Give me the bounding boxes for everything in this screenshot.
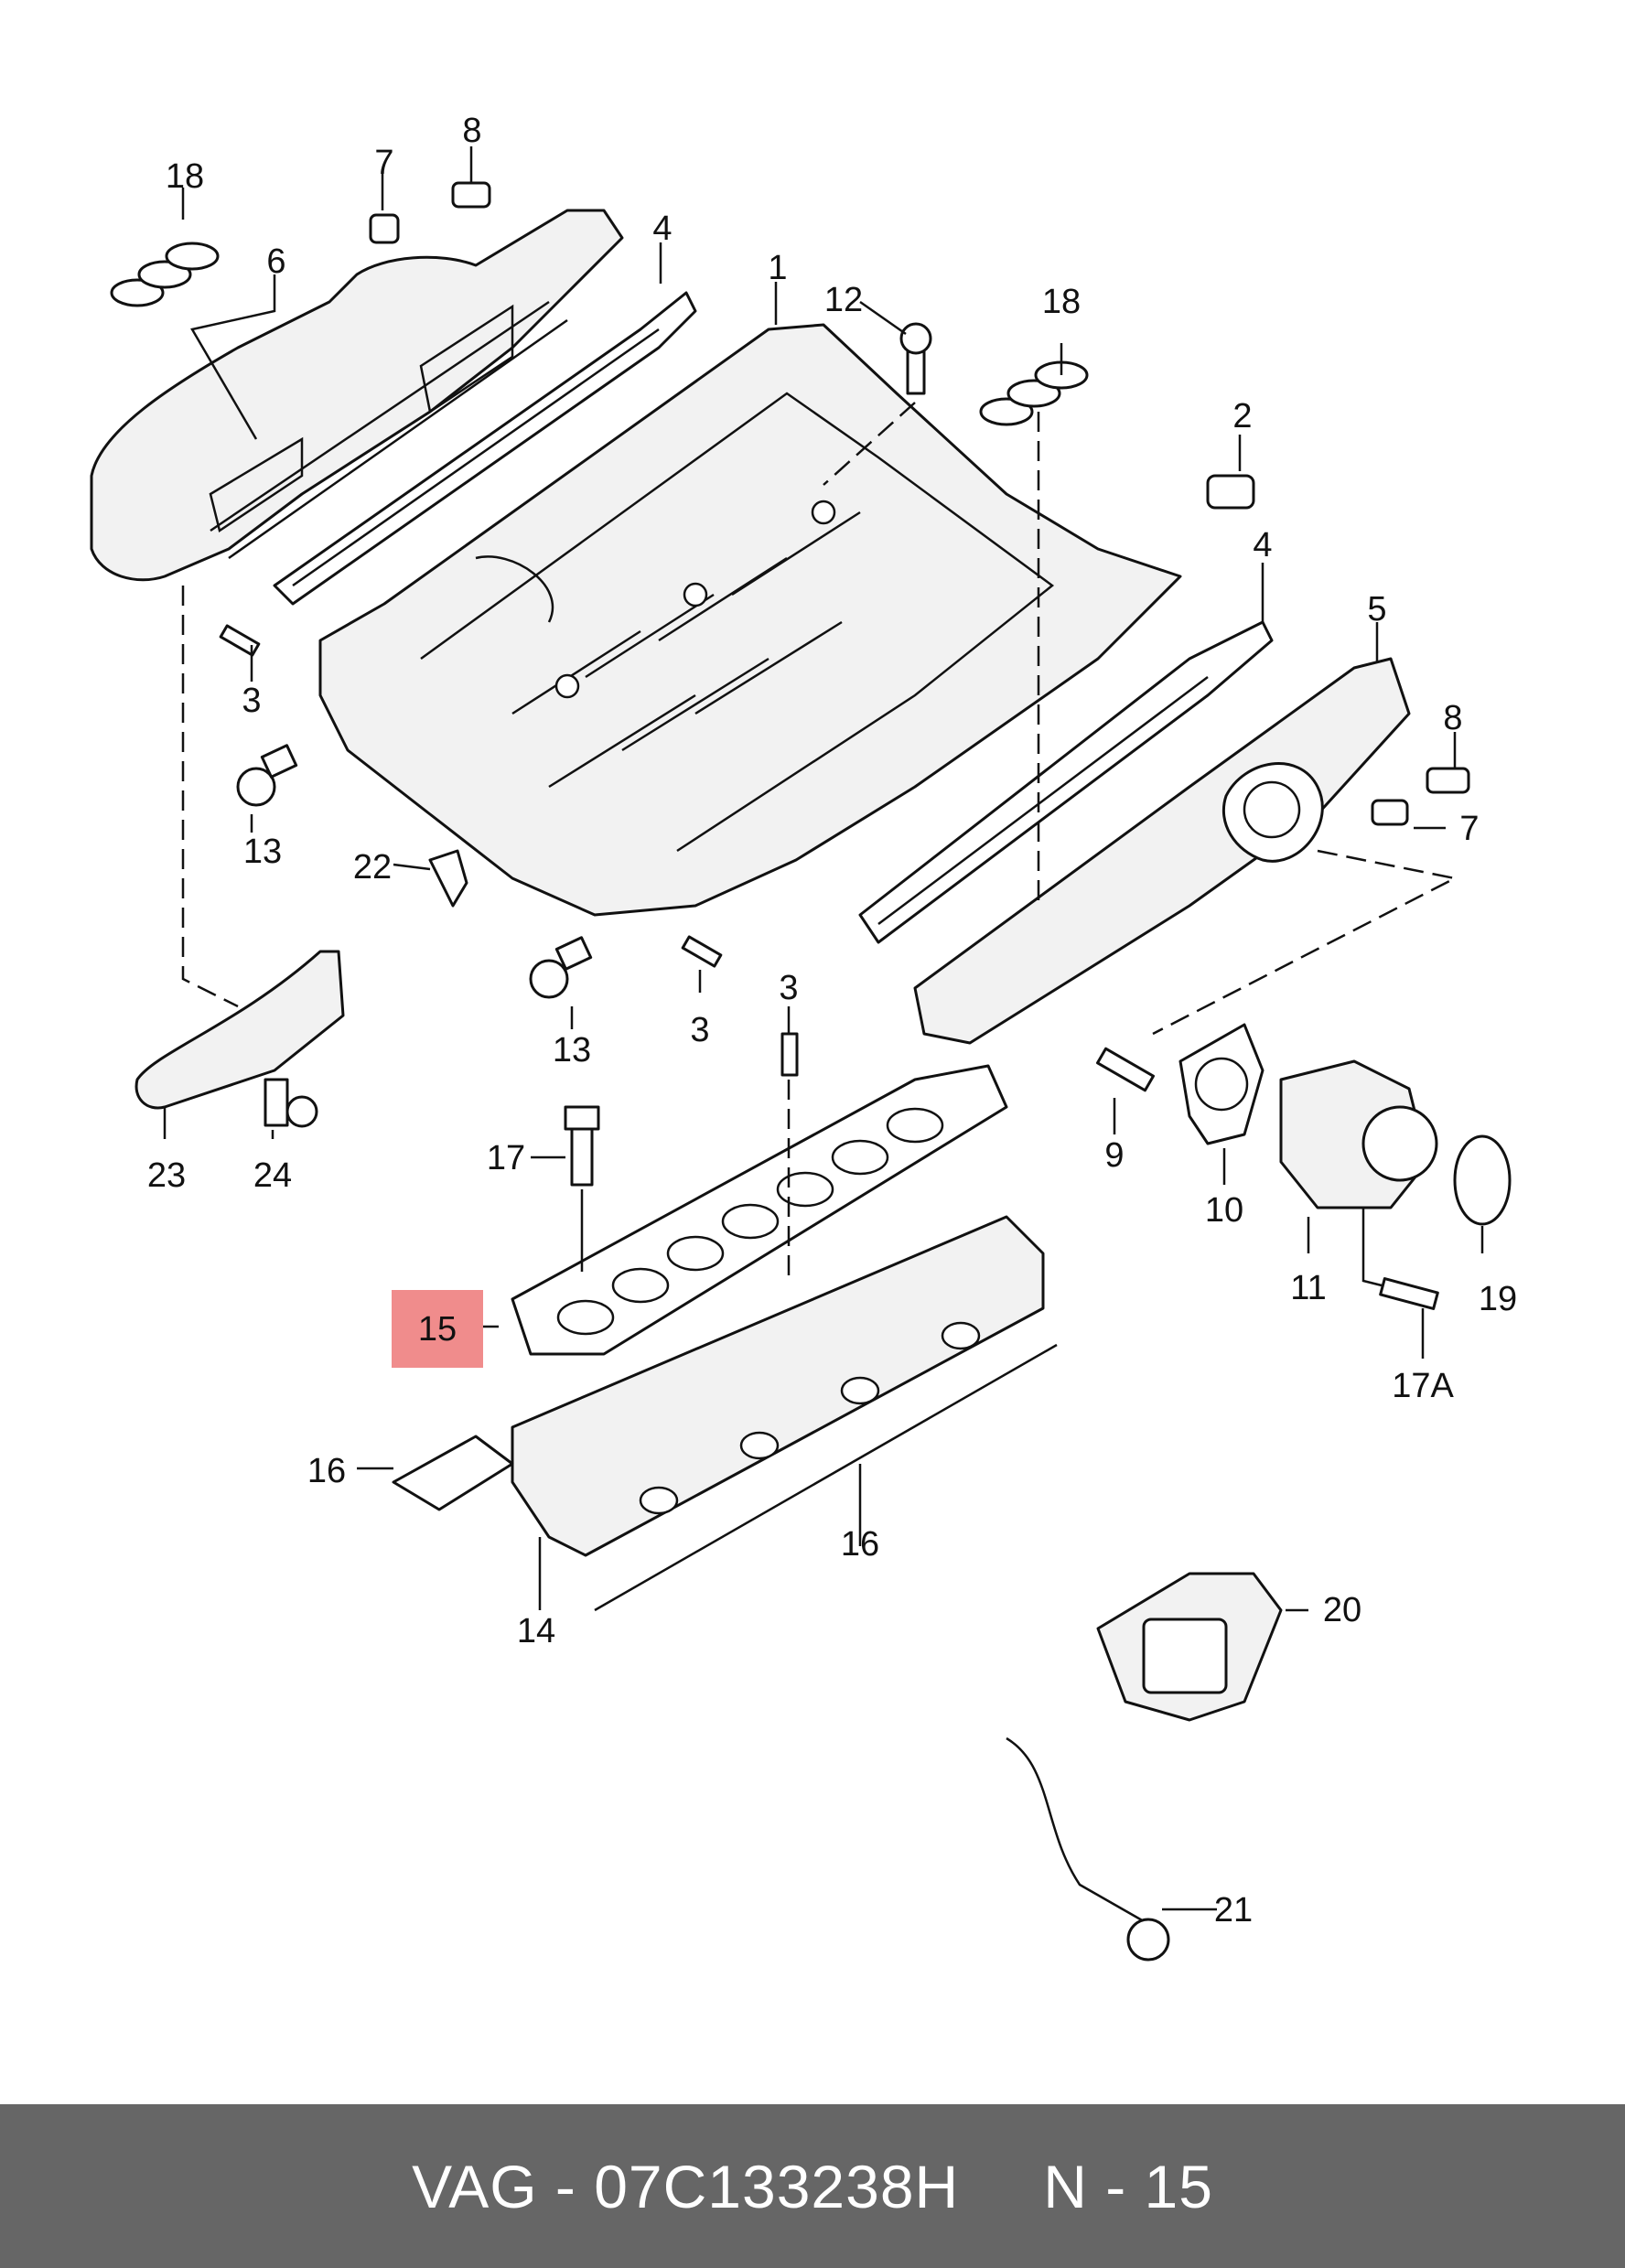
callout-8-right: 8 bbox=[1443, 699, 1462, 737]
part-16-seal-left bbox=[392, 1435, 514, 1511]
callout-5: 5 bbox=[1367, 590, 1386, 629]
callout-14: 14 bbox=[517, 1612, 555, 1650]
part-7-plug-top bbox=[369, 213, 400, 244]
callout-21: 21 bbox=[1214, 1891, 1253, 1929]
callout-1: 1 bbox=[768, 249, 787, 287]
callout-4-top: 4 bbox=[652, 210, 672, 248]
callout-3-upper: 3 bbox=[242, 682, 261, 720]
part-14-lower-manifold bbox=[511, 1215, 1045, 1557]
callout-16-right: 16 bbox=[841, 1525, 879, 1564]
callout-11: 11 bbox=[1290, 1269, 1326, 1307]
part-8-plug-top bbox=[451, 181, 491, 209]
part-7-plug-right bbox=[1371, 799, 1409, 826]
callout-6: 6 bbox=[266, 242, 285, 281]
part-3-pin-middle bbox=[681, 935, 723, 968]
part-10-throttle-gasket bbox=[1178, 1023, 1264, 1145]
callout-12: 12 bbox=[824, 281, 863, 319]
callout-7-right: 7 bbox=[1459, 810, 1479, 848]
part-17a-bolt bbox=[1379, 1277, 1439, 1310]
part-18-o-rings-right bbox=[979, 360, 1089, 426]
part-4-right-gasket bbox=[858, 620, 1274, 944]
part-19-hose-clamp bbox=[1453, 1134, 1512, 1226]
callout-3-middle: 3 bbox=[690, 1011, 709, 1049]
callout-7-top: 7 bbox=[374, 144, 393, 182]
part-4-left-gasket bbox=[273, 291, 697, 606]
callout-15: 15 bbox=[418, 1310, 457, 1349]
callout-13-left: 13 bbox=[243, 833, 282, 871]
part-12-bolt bbox=[899, 322, 932, 395]
callout-8-top: 8 bbox=[462, 112, 481, 150]
part-18-o-rings-left bbox=[110, 242, 220, 307]
callout-24: 24 bbox=[253, 1156, 292, 1195]
position-label: N - 15 bbox=[1043, 2152, 1213, 2220]
callout-17: 17 bbox=[487, 1139, 525, 1177]
part-8-plug-right bbox=[1426, 767, 1470, 794]
callout-16-left: 16 bbox=[307, 1452, 346, 1490]
callout-23: 23 bbox=[147, 1156, 186, 1195]
callout-3-right: 3 bbox=[779, 969, 798, 1007]
callout-18-right: 18 bbox=[1042, 283, 1081, 321]
part-3-pin-lower bbox=[780, 1032, 799, 1077]
part-number-label: VAG - 07C133238H bbox=[412, 2152, 960, 2220]
part-6-left-cover bbox=[90, 209, 624, 582]
part-11-throttle-body bbox=[1279, 1059, 1438, 1209]
part-16-seal-strip bbox=[594, 1343, 1058, 1612]
callout-9: 9 bbox=[1104, 1136, 1124, 1175]
exploded-parts-diagram: 18 6 7 8 4 1 12 18 2 4 5 8 7 3 13 22 3 1… bbox=[90, 112, 1517, 1962]
callout-15-highlight bbox=[392, 1290, 483, 1368]
callout-22: 22 bbox=[353, 848, 392, 887]
part-13-sensor-left bbox=[236, 744, 298, 807]
part-5-right-housing bbox=[913, 657, 1411, 1045]
callout-4-right: 4 bbox=[1253, 526, 1272, 564]
part-3-pin-upper bbox=[219, 624, 261, 657]
part-15-gasket bbox=[511, 1064, 1008, 1356]
part-20-sensor bbox=[1096, 1572, 1283, 1722]
part-24-bolt bbox=[264, 1078, 318, 1128]
callout-18-left: 18 bbox=[166, 157, 204, 196]
part-17-bolt bbox=[564, 1105, 600, 1187]
part-23-bracket bbox=[135, 950, 345, 1110]
callout-13-middle: 13 bbox=[553, 1031, 591, 1070]
callout-2: 2 bbox=[1232, 397, 1252, 435]
part-21-breather-hose bbox=[1006, 1736, 1170, 1962]
callout-10: 10 bbox=[1205, 1191, 1243, 1230]
part-1-upper-manifold bbox=[318, 323, 1182, 917]
part-9-bolt bbox=[1096, 1047, 1155, 1092]
callout-20: 20 bbox=[1323, 1591, 1361, 1629]
part-2-sensor bbox=[1206, 474, 1255, 510]
part-13-sensor-middle bbox=[529, 936, 593, 999]
part-info-footer: VAG - 07C133238H N - 15 bbox=[0, 2104, 1625, 2268]
callout-19: 19 bbox=[1479, 1280, 1517, 1318]
part-22-clip bbox=[428, 849, 468, 908]
callout-17a: 17A bbox=[1392, 1367, 1454, 1405]
